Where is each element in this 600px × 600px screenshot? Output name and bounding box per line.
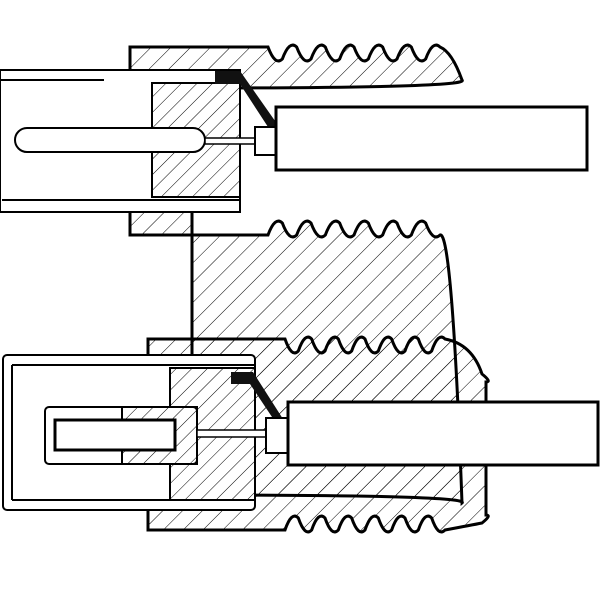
inner-wire [204,137,258,145]
conductor-block [265,417,289,454]
conductor-block [254,126,278,156]
inner-wire [196,429,268,438]
cable [274,105,589,172]
cable [286,400,600,467]
connector-female [2,335,600,534]
center-pin [14,127,206,153]
gasket [215,71,280,130]
socket-bore [53,418,177,452]
socket-insert [121,406,198,465]
